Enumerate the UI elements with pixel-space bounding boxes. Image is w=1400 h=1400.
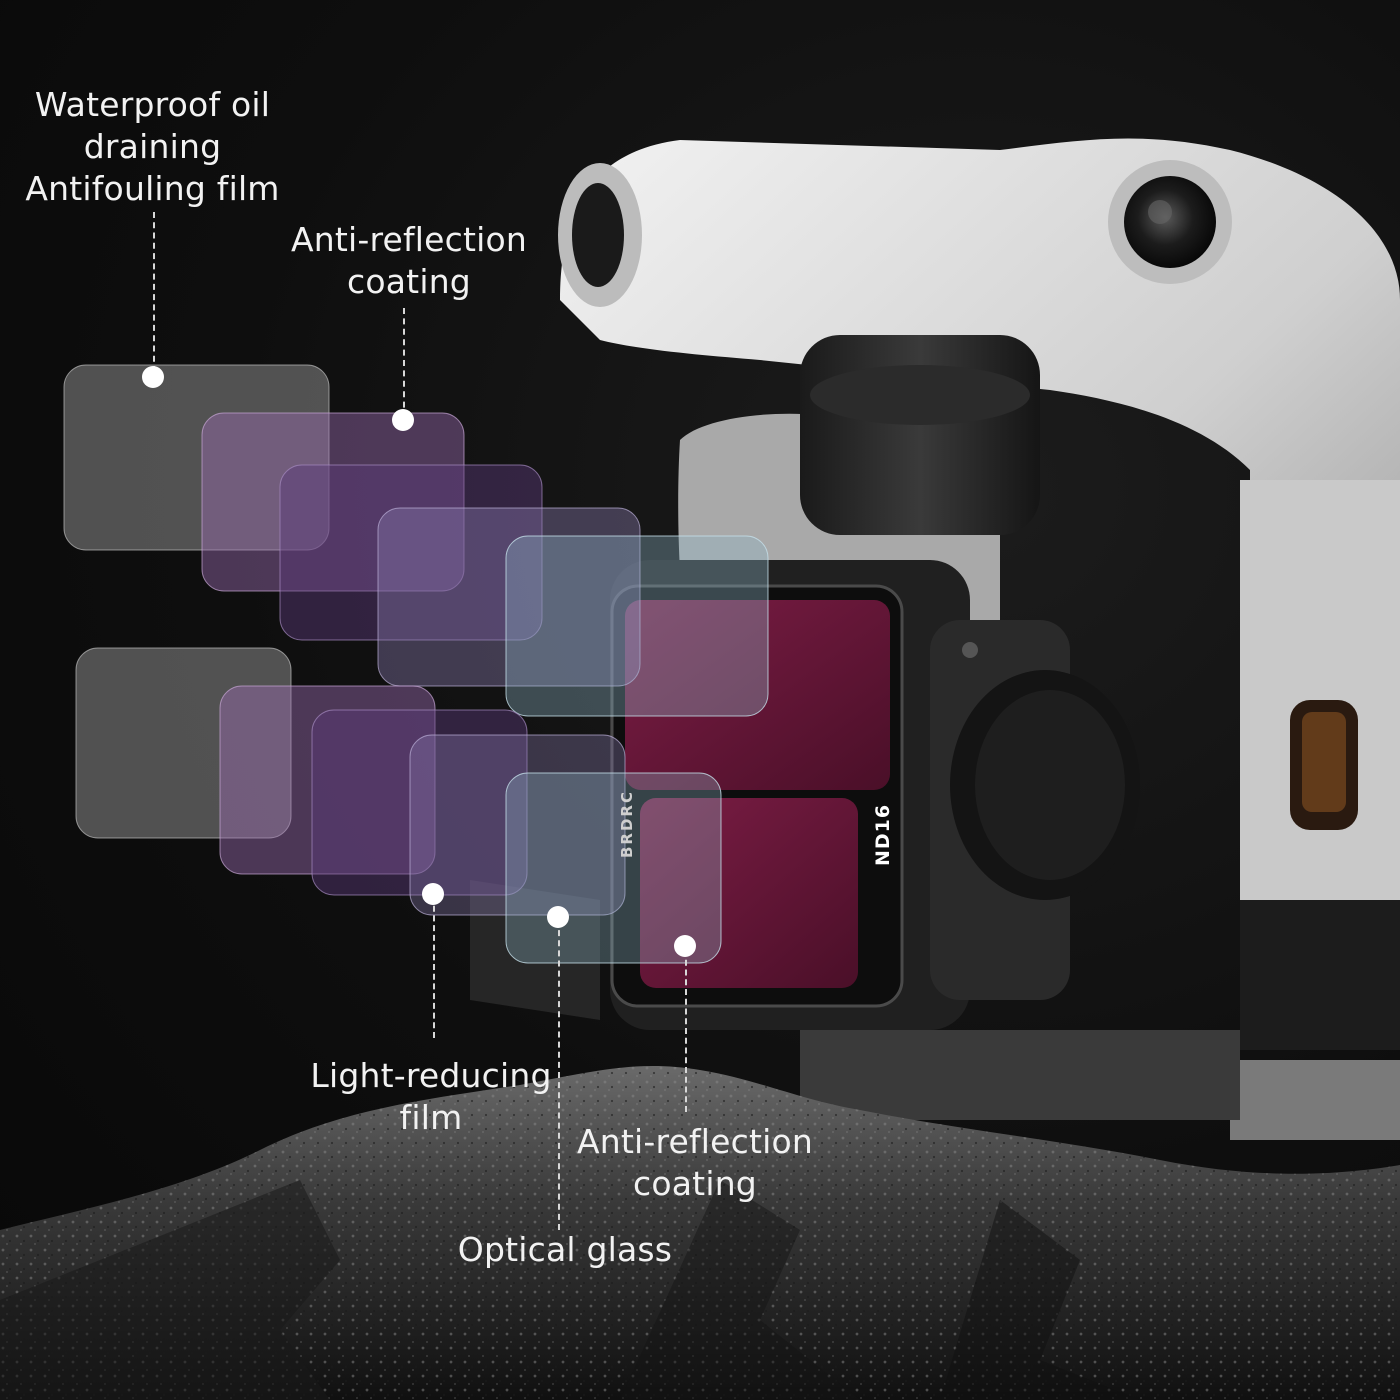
leader-line-waterproof — [153, 212, 155, 372]
callout-dot-optical-glass — [547, 906, 569, 928]
callout-anti-reflection-top-line-1: Anti-reflection — [290, 220, 528, 259]
leader-line-anti-reflection-bottom — [685, 950, 687, 1112]
leader-line-optical-glass — [558, 920, 560, 1230]
callout-anti-reflection-top-line-2: coating — [347, 262, 471, 301]
callout-anti-reflection-bottom-line-1: Anti-reflection — [576, 1122, 814, 1161]
filter-brand-text: BRDRC — [618, 790, 636, 858]
callout-waterproof-line-2: draining — [83, 127, 222, 166]
callout-dot-anti-reflection-top — [392, 409, 414, 431]
leader-line-anti-reflection-top — [403, 308, 405, 418]
callout-dot-anti-reflection-bottom — [674, 935, 696, 957]
callout-optical-glass: Optical glass — [440, 1229, 690, 1271]
callout-light-reducing-line-1: Light-reducing — [310, 1056, 552, 1095]
leader-line-light-reducing — [433, 896, 435, 1038]
callout-dot-waterproof — [142, 366, 164, 388]
callout-anti-reflection-bottom: Anti-reflection coating — [570, 1121, 820, 1205]
callout-anti-reflection-bottom-line-2: coating — [633, 1164, 757, 1203]
callout-light-reducing: Light-reducing film — [306, 1055, 556, 1139]
callout-waterproof-line-1: Waterproof oil — [34, 85, 271, 124]
callout-waterproof: Waterproof oil draining Antifouling film — [20, 84, 285, 210]
filter-strength-text: ND16 — [872, 803, 894, 866]
callout-anti-reflection-top: Anti-reflection coating — [284, 219, 534, 303]
callout-waterproof-line-3: Antifouling film — [25, 169, 280, 208]
callout-optical-glass-line-1: Optical glass — [457, 1230, 673, 1269]
callout-dot-light-reducing — [422, 883, 444, 905]
callout-light-reducing-line-2: film — [399, 1098, 463, 1137]
